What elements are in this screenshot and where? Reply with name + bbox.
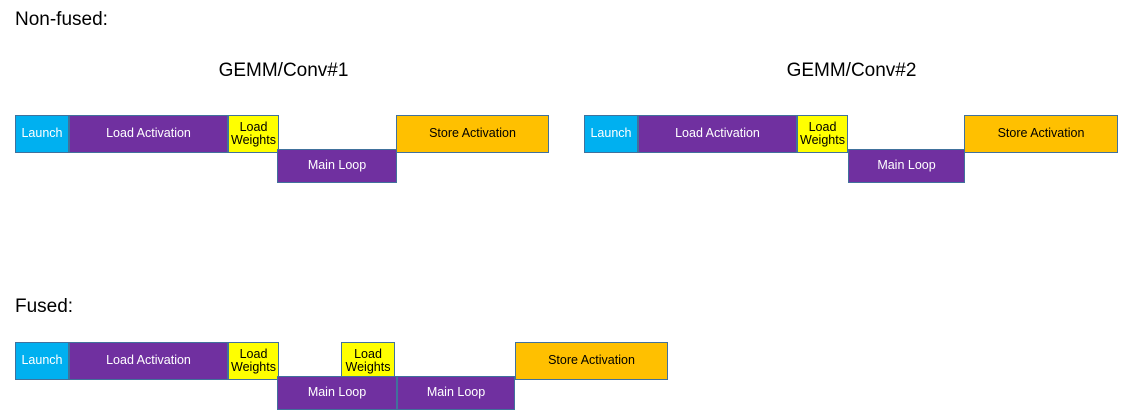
timeline-bar-nf1-main: Main Loop xyxy=(277,149,397,183)
section-label-fused: Fused: xyxy=(15,296,74,317)
timeline-bar-f-load-wts-2: Load Weights xyxy=(341,342,395,380)
timeline-bar-nf1-load-act: Load Activation xyxy=(69,115,228,153)
kernel-title-gemm-conv-2: GEMM/Conv#2 xyxy=(786,60,917,81)
timeline-bar-nf2-main: Main Loop xyxy=(848,149,965,183)
timeline-bar-nf2-store: Store Activation xyxy=(964,115,1118,153)
timeline-bar-nf1-store: Store Activation xyxy=(396,115,549,153)
timeline-bar-nf1-launch: Launch xyxy=(15,115,69,153)
timeline-bar-f-main-2: Main Loop xyxy=(397,376,515,410)
timeline-bar-f-load-wts-1: Load Weights xyxy=(228,342,279,380)
timeline-bar-nf2-load-wts: Load Weights xyxy=(797,115,848,153)
timeline-bar-nf1-load-wts: Load Weights xyxy=(228,115,279,153)
section-label-non-fused: Non-fused: xyxy=(15,9,108,30)
kernel-title-gemm-conv-1: GEMM/Conv#1 xyxy=(218,60,349,81)
timeline-bar-f-main-1: Main Loop xyxy=(277,376,397,410)
timeline-bar-nf2-load-act: Load Activation xyxy=(638,115,797,153)
timeline-bar-nf2-launch: Launch xyxy=(584,115,638,153)
timeline-bar-f-launch: Launch xyxy=(15,342,69,380)
timeline-bar-f-load-act: Load Activation xyxy=(69,342,228,380)
timeline-bar-f-store: Store Activation xyxy=(515,342,668,380)
